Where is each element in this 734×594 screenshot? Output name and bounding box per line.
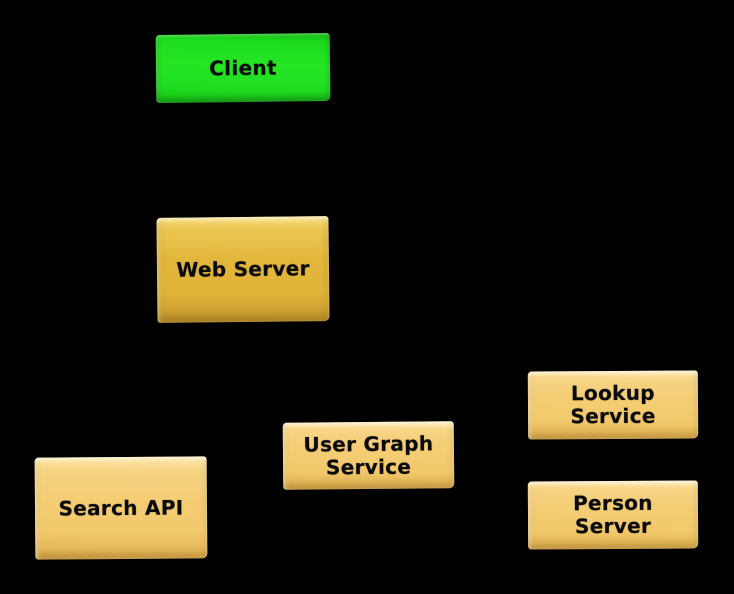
node-client-label: Client xyxy=(209,55,277,80)
node-lookup-service: Lookup Service xyxy=(527,370,699,440)
node-web-server-label: Web Server xyxy=(176,256,310,282)
node-person-server: Person Server xyxy=(527,480,699,550)
node-search-api-label: Search API xyxy=(58,495,184,520)
node-search-api: Search API xyxy=(34,456,208,560)
node-person-server-label: Person Server xyxy=(572,490,653,539)
node-web-server: Web Server xyxy=(156,216,330,323)
node-user-graph-service: User Graph Service xyxy=(282,421,455,490)
node-client: Client xyxy=(155,32,331,104)
node-user-graph-service-label: User Graph Service xyxy=(303,430,434,479)
node-lookup-service-label: Lookup Service xyxy=(570,380,656,429)
